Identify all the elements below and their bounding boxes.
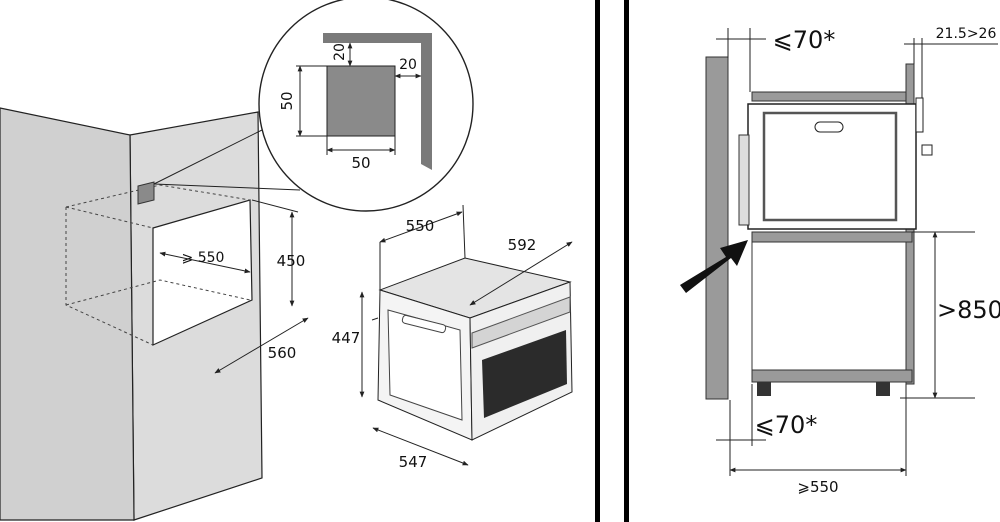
oven-height: 447 [332, 329, 361, 347]
oven-hinge [371, 317, 379, 321]
inset-vent [326, 65, 396, 137]
inset-dim-gaptop: 20 [332, 43, 348, 61]
oven-side-handle [814, 121, 844, 133]
left-panel: 50 50 20 20 ⩾ 550 450 560 550 592 [0, 0, 573, 521]
oven-side-inner [762, 111, 898, 222]
oven-depth-top: 550 [406, 217, 435, 235]
oven-glass [482, 330, 567, 418]
oven-width: 592 [508, 236, 537, 254]
cabinet-top-shelf [751, 91, 913, 102]
airflow-arrow [680, 240, 748, 293]
cabinet-mid-shelf [751, 231, 913, 243]
oven-width-line [469, 241, 573, 306]
callout-connector [153, 129, 301, 191]
right-panel: ⩽70* 21.5>26 >850 ⩽70* ⩾550 [680, 26, 1000, 496]
niche-height: 450 [277, 252, 306, 270]
top-offset: 21.5>26 [936, 26, 997, 42]
oven-back-knob [921, 144, 933, 156]
cabinet-side [0, 107, 135, 521]
inset-dim-gapright: 20 [399, 57, 417, 73]
wall [705, 56, 729, 400]
oven-depth-side: 547 [399, 453, 428, 471]
inset-wall [323, 33, 432, 170]
oven-control-strip [471, 296, 571, 349]
niche-h-ext1 [251, 199, 299, 213]
inset-dim-height: 50 [278, 91, 296, 110]
oven-back-plug [915, 97, 924, 133]
oven-handle-side [401, 314, 447, 334]
niche-width-line [159, 251, 251, 274]
niche-depth: 560 [268, 344, 297, 362]
divider-right [624, 0, 629, 522]
niche-dashed-top [65, 206, 154, 229]
height-min: >850 [937, 296, 1000, 324]
cabinet-bottom-shelf [751, 369, 913, 383]
oven-ext2 [462, 204, 466, 259]
vent-square [137, 181, 155, 205]
depth-min: ⩾550 [797, 478, 838, 496]
bottom-gap: ⩽70* [755, 411, 818, 439]
inset-dim-width: 50 [351, 154, 370, 172]
niche-dashed-floor [65, 279, 251, 306]
cabinet-foot-right [876, 382, 890, 396]
oven-depth-top-line [379, 211, 463, 243]
niche-depth-line [214, 317, 309, 374]
niche-width: ⩾ 550 [182, 250, 225, 266]
niche-dashed-top2 [65, 184, 251, 208]
oven-depth-side-line [372, 427, 469, 466]
oven-door-front [738, 134, 750, 226]
divider-left [595, 0, 600, 522]
top-gap: ⩽70* [773, 26, 836, 54]
cabinet-foot-left [757, 382, 771, 396]
